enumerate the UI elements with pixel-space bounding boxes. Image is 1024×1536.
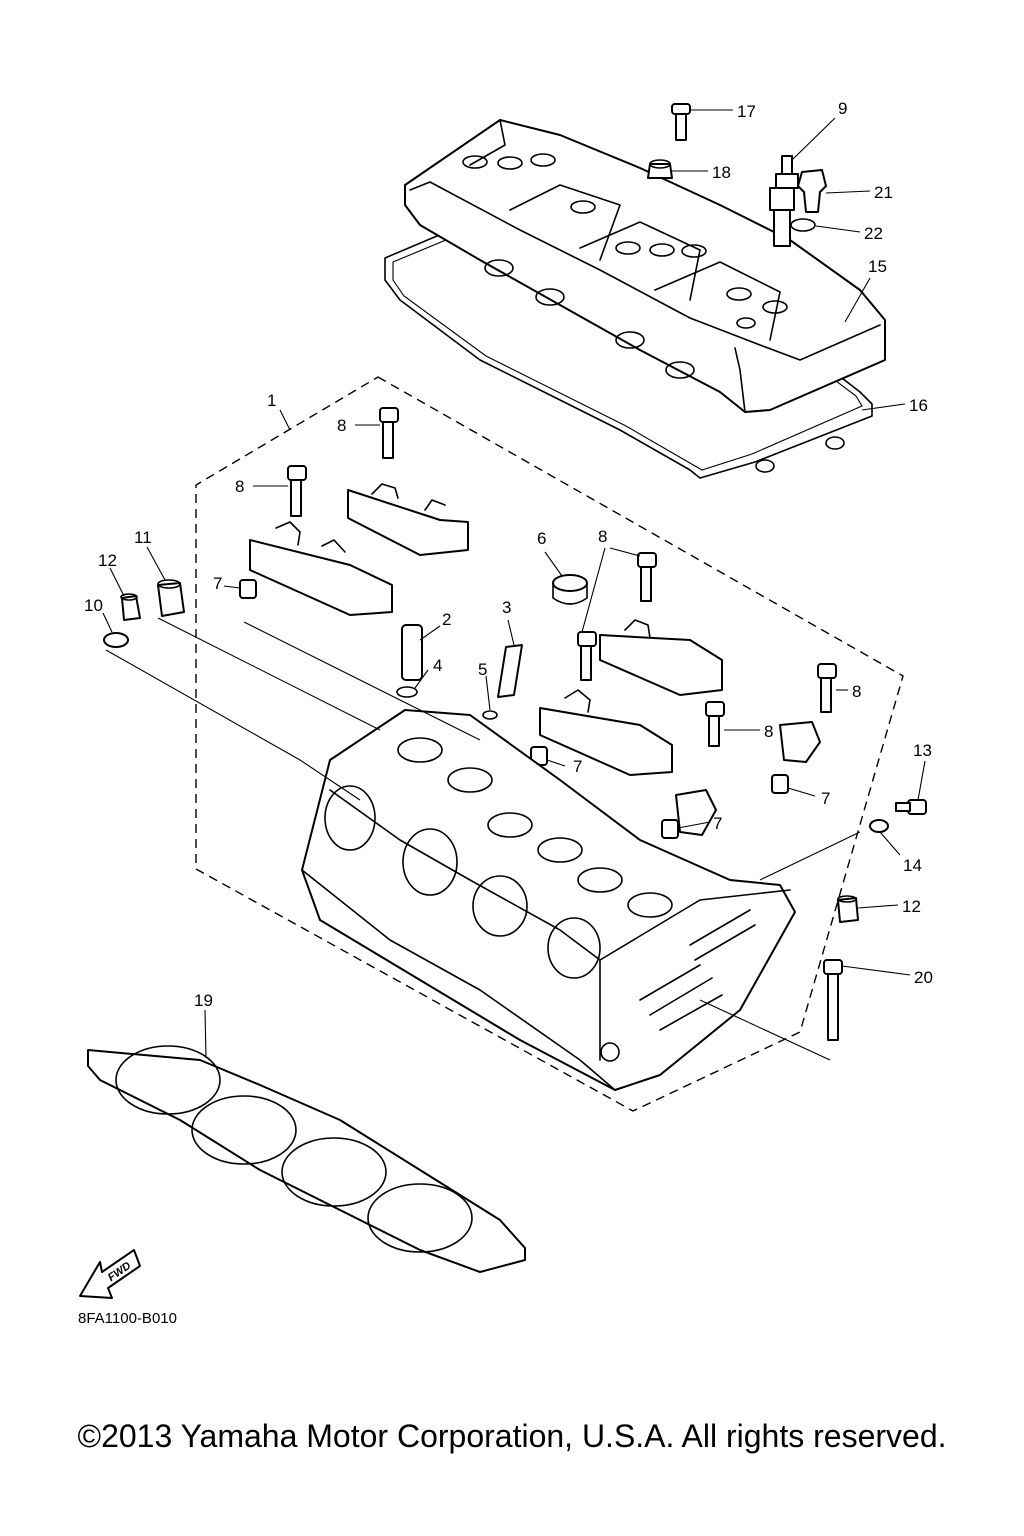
callout-12: 12 bbox=[98, 551, 117, 570]
callout-8: 8 bbox=[852, 682, 861, 701]
callout-9: 9 bbox=[838, 99, 847, 118]
callout-11: 11 bbox=[134, 528, 152, 547]
drawing-code: 8FA1100-B010 bbox=[78, 1310, 177, 1327]
fitting-o-ring bbox=[790, 218, 816, 232]
callout-15: 15 bbox=[868, 257, 887, 276]
cylinder-head-cover bbox=[404, 119, 886, 473]
breather-fitting bbox=[797, 169, 827, 213]
callout-7: 7 bbox=[213, 574, 222, 593]
cover-bolt-grommet bbox=[647, 159, 673, 179]
callout-8: 8 bbox=[598, 527, 607, 546]
spark-plug bbox=[769, 155, 799, 247]
left-side-parts bbox=[103, 579, 185, 648]
cap-bolt bbox=[287, 407, 837, 747]
callout-labels: 17 9 18 21 22 15 16 1 8 8 8 8 8 11 12 10… bbox=[84, 99, 933, 1010]
camshaft-cap-4 bbox=[539, 689, 673, 776]
camshaft-cap-1 bbox=[347, 483, 469, 556]
callout-19: 19 bbox=[194, 991, 213, 1010]
callout-4: 4 bbox=[433, 656, 442, 675]
callout-7: 7 bbox=[821, 789, 830, 808]
callout-18: 18 bbox=[712, 163, 731, 182]
cylinder-head-gasket bbox=[87, 1045, 526, 1273]
callout-2: 2 bbox=[442, 610, 451, 629]
callout-21: 21 bbox=[874, 183, 893, 202]
valve-guide bbox=[396, 624, 523, 720]
callout-12: 12 bbox=[902, 897, 921, 916]
right-side-parts bbox=[823, 799, 927, 1041]
cylinder-head-assy-boundary bbox=[195, 376, 904, 1112]
callout-17: 17 bbox=[737, 102, 756, 121]
fwd-arrow-icon: FWD bbox=[79, 1249, 141, 1299]
leader-lines bbox=[102, 109, 926, 1061]
callout-22: 22 bbox=[864, 224, 883, 243]
callout-8: 8 bbox=[764, 722, 773, 741]
cover-bolt bbox=[671, 103, 691, 141]
callout-16: 16 bbox=[909, 396, 928, 415]
callout-14: 14 bbox=[903, 856, 922, 875]
callout-8: 8 bbox=[235, 477, 244, 496]
camshaft-cap-5 bbox=[779, 721, 821, 763]
oil-plug bbox=[552, 574, 588, 605]
camshaft-cap-3 bbox=[599, 619, 723, 696]
copyright-notice: ©2013 Yamaha Motor Corporation, U.S.A. A… bbox=[77, 1418, 947, 1454]
dowel-pin bbox=[239, 579, 789, 839]
callout-10: 10 bbox=[84, 596, 103, 615]
callout-8: 8 bbox=[337, 416, 346, 435]
camshaft-cap-2 bbox=[249, 521, 393, 616]
camshaft-cap-6 bbox=[675, 789, 717, 836]
callout-3: 3 bbox=[502, 598, 511, 617]
cylinder-head bbox=[301, 709, 796, 1091]
callout-1: 1 bbox=[267, 391, 276, 410]
callout-6: 6 bbox=[537, 529, 546, 548]
callout-13: 13 bbox=[913, 741, 932, 760]
callout-7: 7 bbox=[713, 814, 722, 833]
callout-5: 5 bbox=[478, 660, 487, 679]
callout-7: 7 bbox=[573, 757, 582, 776]
callout-20: 20 bbox=[914, 968, 933, 987]
